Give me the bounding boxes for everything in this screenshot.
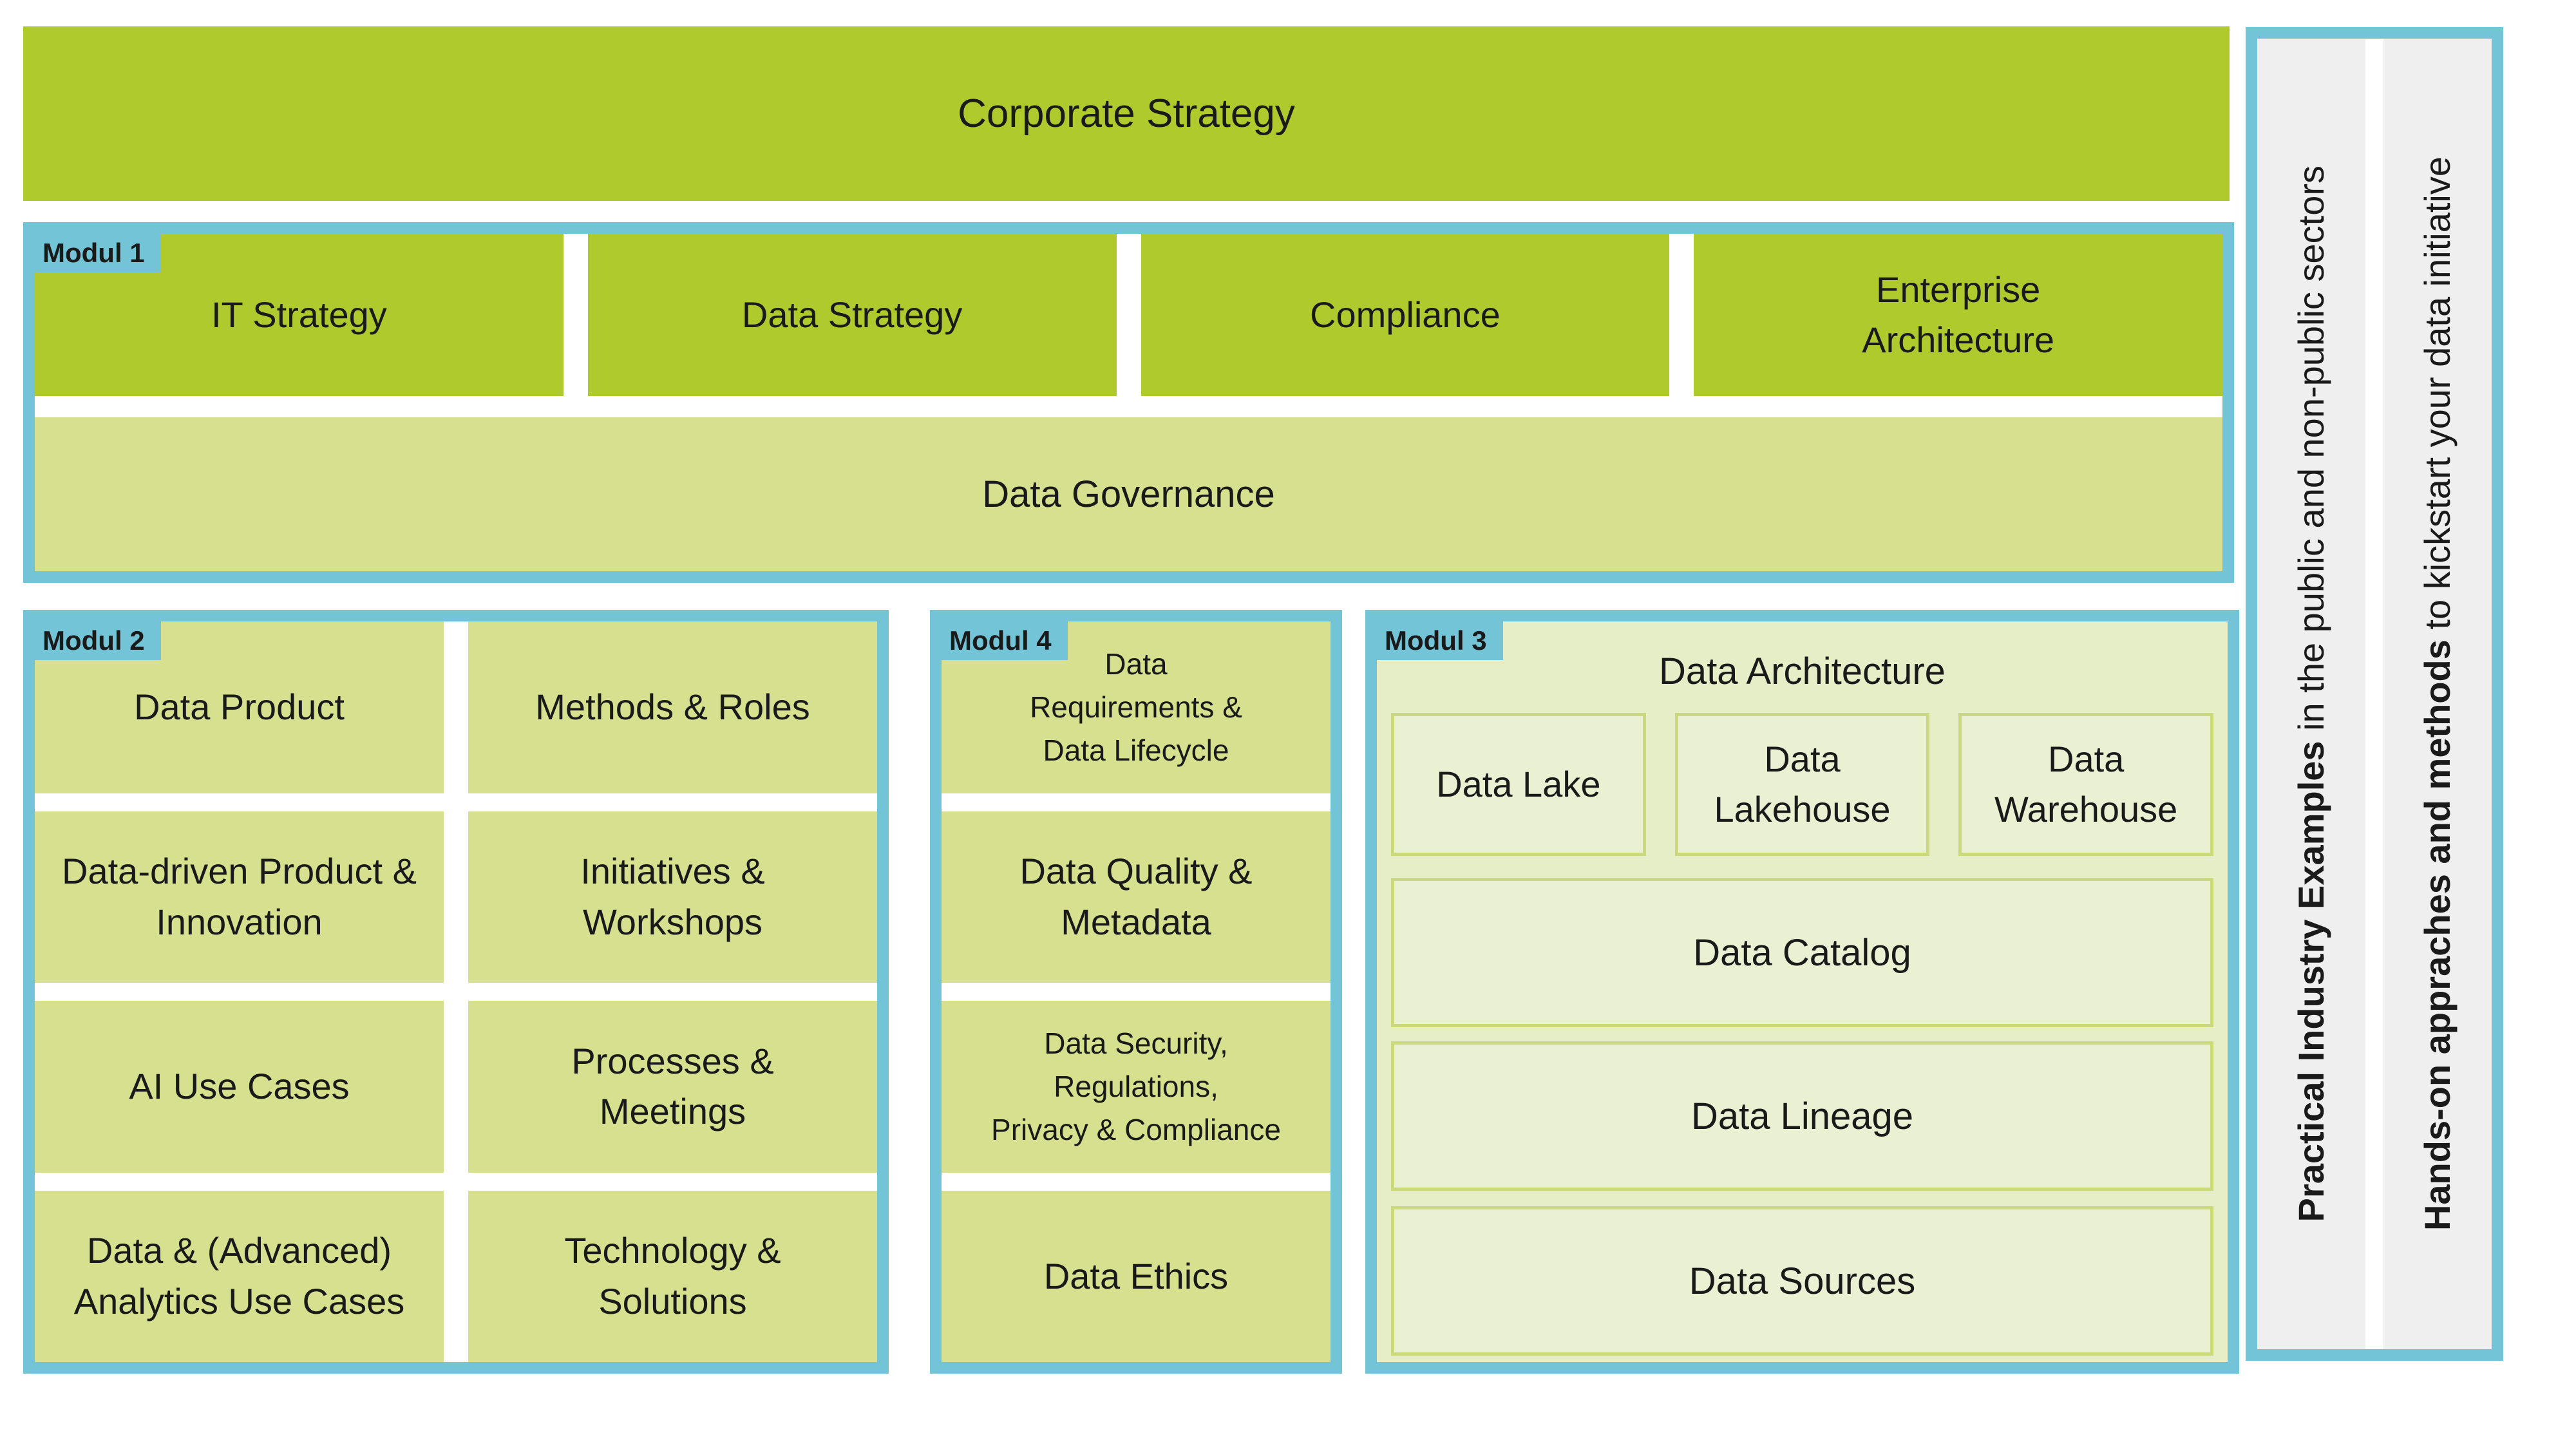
storage-row: Data Lake Data Lakehouse Data Warehouse bbox=[1391, 713, 2214, 856]
sidebar-text-rest: to kickstart your data initiative bbox=[2417, 156, 2458, 640]
box-label: Data Sources bbox=[1689, 1260, 1916, 1302]
box-data-quality-metadata: Data Quality & Metadata bbox=[942, 811, 1331, 983]
sidebar-practical-industry-examples: Practical Industry Examples in the publi… bbox=[2257, 39, 2365, 1349]
box-processes-meetings: Processes & Meetings bbox=[468, 1001, 877, 1173]
box-data-lineage: Data Lineage bbox=[1391, 1041, 2213, 1191]
modul3-container: Modul 3 Data Architecture Data Lake Data… bbox=[1365, 610, 2239, 1374]
sidebar-vertical-text: Practical Industry Examples in the publi… bbox=[2291, 166, 2331, 1222]
data-architecture-panel: Data Architecture Data Lake Data Lakehou… bbox=[1377, 621, 2228, 1362]
box-data-lakehouse: Data Lakehouse bbox=[1674, 713, 1930, 856]
modul3-tab: Modul 3 bbox=[1365, 610, 1503, 660]
box-label: Data Quality & Metadata bbox=[1019, 851, 1253, 942]
box-data-governance: Data Governance bbox=[35, 417, 2222, 571]
box-label: Data Requirements & Data Lifecycle bbox=[1030, 647, 1242, 767]
corporate-strategy-label: Corporate Strategy bbox=[958, 91, 1295, 136]
box-label: Data Strategy bbox=[741, 294, 963, 335]
modul4-tab: Modul 4 bbox=[930, 610, 1068, 660]
box-label: Data Lake bbox=[1436, 763, 1601, 804]
box-label: Data-driven Product & Innovation bbox=[62, 851, 417, 942]
box-label: Data Ethics bbox=[1043, 1255, 1229, 1296]
box-technology-solutions: Technology & Solutions bbox=[468, 1190, 877, 1362]
modul4-tab-label: Modul 4 bbox=[949, 625, 1052, 656]
box-label: Data Security, Regulations, Privacy & Co… bbox=[991, 1027, 1281, 1146]
modul2-container: Modul 2 Data Product Methods & Roles Dat… bbox=[23, 610, 889, 1374]
box-label: Data Product bbox=[134, 687, 345, 728]
sidebar-frame: Practical Industry Examples in the publi… bbox=[2246, 27, 2503, 1361]
sidebar-hands-on-approaches: Hands-on appraches and methods to kickst… bbox=[2383, 39, 2492, 1349]
box-data-ethics: Data Ethics bbox=[942, 1190, 1331, 1362]
box-data-warehouse: Data Warehouse bbox=[1958, 713, 2214, 856]
box-label: Data Governance bbox=[982, 473, 1275, 515]
box-label: Data Catalog bbox=[1693, 931, 1911, 974]
modul3-tab-label: Modul 3 bbox=[1385, 625, 1487, 656]
modul1-tab-label: Modul 1 bbox=[43, 238, 145, 268]
box-compliance: Compliance bbox=[1141, 234, 1670, 396]
box-data-lake: Data Lake bbox=[1391, 713, 1646, 856]
box-data-sources: Data Sources bbox=[1391, 1206, 2213, 1356]
modul2-tab: Modul 2 bbox=[23, 610, 161, 660]
box-label: Data Warehouse bbox=[1994, 738, 2178, 829]
box-label: Initiatives & Workshops bbox=[580, 851, 765, 942]
modul1-container: Modul 1 IT Strategy Data Strategy Compli… bbox=[23, 222, 2234, 583]
modul1-tab: Modul 1 bbox=[23, 222, 161, 272]
sidebar-text-rest: in the public and non-public sectors bbox=[2291, 166, 2332, 741]
sidebar-vertical-text: Hands-on appraches and methods to kickst… bbox=[2417, 156, 2458, 1231]
box-methods-roles: Methods & Roles bbox=[468, 621, 877, 793]
box-data-driven-product-innovation: Data-driven Product & Innovation bbox=[35, 811, 444, 983]
box-label: Data Lakehouse bbox=[1714, 738, 1891, 829]
box-enterprise-architecture: Enterprise Architecture bbox=[1694, 234, 2222, 396]
sidebar-text-bold: Practical Industry Examples bbox=[2291, 741, 2332, 1222]
box-data-advanced-analytics-use-cases: Data & (Advanced) Analytics Use Cases bbox=[35, 1190, 444, 1362]
box-label: Data Lineage bbox=[1690, 1095, 1914, 1137]
box-label: Technology & Solutions bbox=[564, 1230, 781, 1321]
sidebar-text-bold: Hands-on appraches and methods bbox=[2417, 639, 2458, 1231]
box-label: Methods & Roles bbox=[535, 687, 810, 728]
box-label: Data & (Advanced) Analytics Use Cases bbox=[73, 1230, 405, 1321]
corporate-strategy-bar: Corporate Strategy bbox=[23, 26, 2230, 201]
modul4-container: Modul 4 Data Requirements & Data Lifecyc… bbox=[930, 610, 1342, 1374]
box-label: Enterprise Architecture bbox=[1862, 269, 2055, 360]
data-architecture-title: Data Architecture bbox=[1659, 650, 1946, 692]
box-label: AI Use Cases bbox=[129, 1066, 350, 1107]
box-ai-use-cases: AI Use Cases bbox=[35, 1001, 444, 1173]
box-label: IT Strategy bbox=[211, 294, 387, 335]
modul1-strategy-row: IT Strategy Data Strategy Compliance Ent… bbox=[35, 234, 2222, 396]
box-data-security-regulations-privacy-compliance: Data Security, Regulations, Privacy & Co… bbox=[942, 1001, 1331, 1173]
modul2-tab-label: Modul 2 bbox=[43, 625, 145, 656]
box-data-strategy: Data Strategy bbox=[587, 234, 1117, 396]
box-label: Compliance bbox=[1310, 294, 1501, 335]
box-initiatives-workshops: Initiatives & Workshops bbox=[468, 811, 877, 983]
box-data-catalog: Data Catalog bbox=[1391, 878, 2213, 1027]
box-label: Processes & Meetings bbox=[571, 1040, 774, 1132]
